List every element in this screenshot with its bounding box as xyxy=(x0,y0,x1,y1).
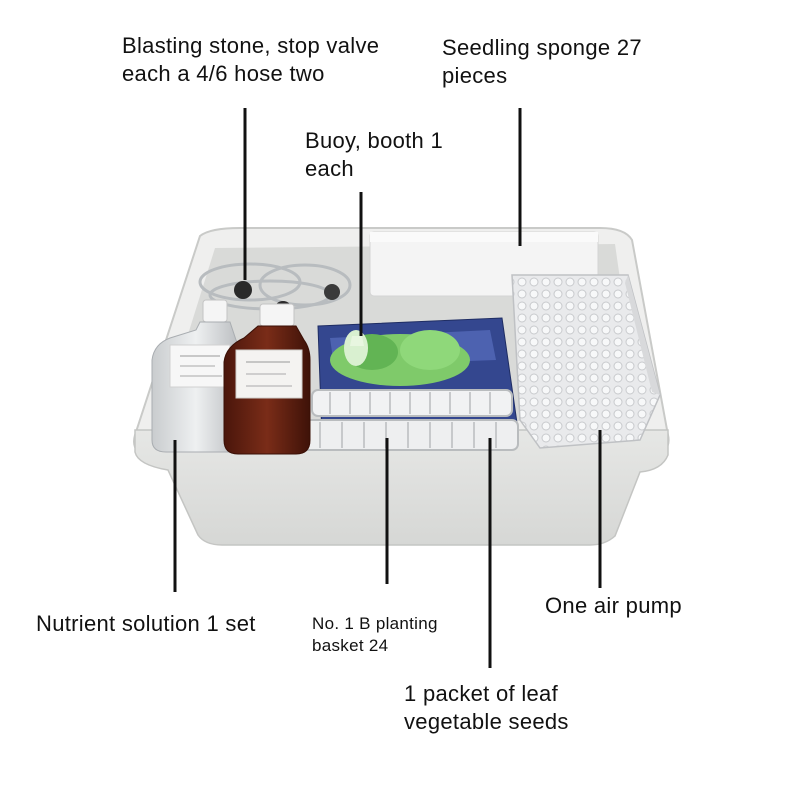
label-seeds: 1 packet of leaf vegetable seeds xyxy=(404,681,569,734)
label-seedling-sponge: Seedling sponge 27 pieces xyxy=(442,35,642,88)
label-planting-basket: No. 1 B planting basket 24 xyxy=(312,614,438,655)
label-blasting-stone: Blasting stone, stop valve each a 4/6 ho… xyxy=(122,33,380,86)
label-buoy: Buoy, booth 1 each xyxy=(305,128,444,181)
label-nutrient-solution: Nutrient solution 1 set xyxy=(36,611,256,636)
air-pump-package xyxy=(511,274,661,449)
planting-baskets xyxy=(301,389,519,451)
clear-nutrient-bottle xyxy=(151,299,241,453)
leader-lines xyxy=(173,108,602,668)
label-air-pump: One air pump xyxy=(545,593,682,618)
brown-nutrient-bottle xyxy=(223,303,311,455)
